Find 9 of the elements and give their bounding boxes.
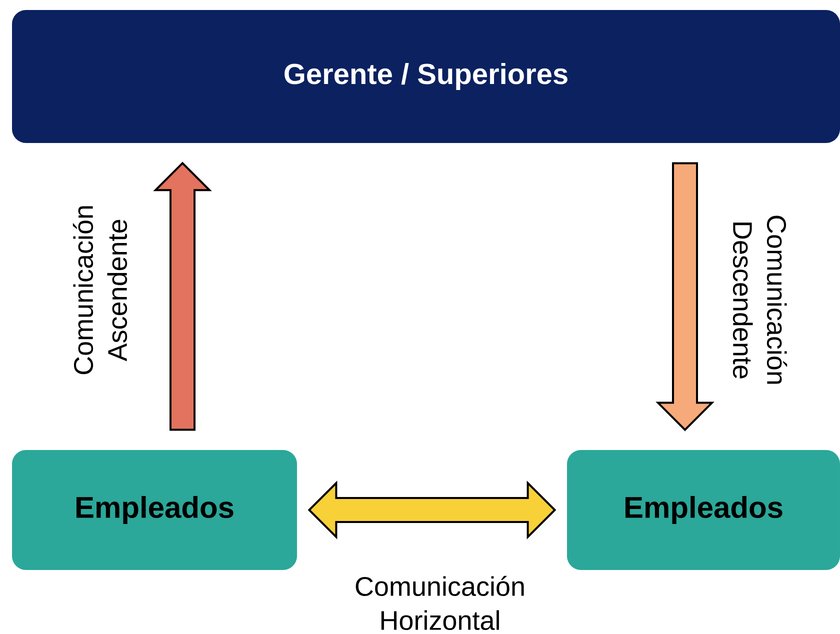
edge-label: Comunicación Ascendente	[72, 206, 128, 374]
block-arrow	[656, 162, 714, 432]
block-arrow	[308, 480, 556, 540]
edge-label: Comunicación Horizontal	[356, 576, 524, 630]
block-arrow	[153, 162, 212, 431]
edge-label: Comunicación Descendente	[732, 216, 788, 384]
rounded-box: Empleados	[12, 450, 297, 570]
rounded-box: Gerente / Superiores	[12, 10, 840, 143]
rounded-box: Empleados	[567, 450, 840, 570]
